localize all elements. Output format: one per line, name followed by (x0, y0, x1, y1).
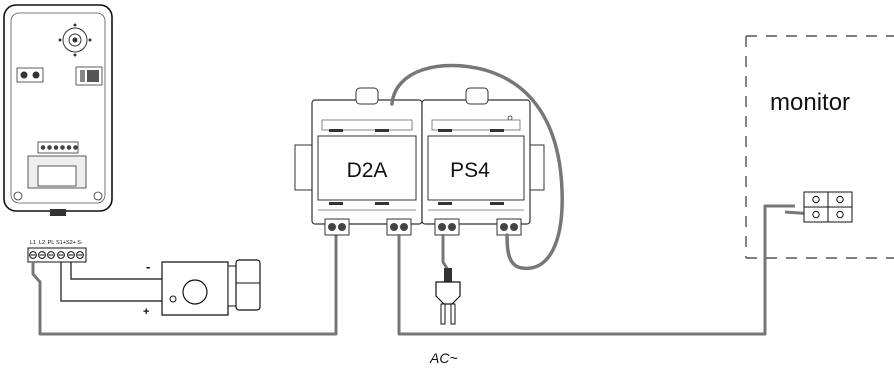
bus-cable-door-to-d2a (31, 234, 338, 336)
lock-minus-label: - (146, 259, 150, 274)
terminal-label-l2: L2 (39, 240, 45, 246)
terminal-label-s2-plus: S2+ (66, 240, 76, 246)
monitor-label: monitor (770, 89, 850, 116)
terminal-strip: L1 L2 PL S1+ S2+ S- (27, 240, 87, 263)
door-panel (3, 4, 113, 216)
ps4-label: PS4 (450, 159, 490, 182)
d2a-module: D2A (294, 87, 423, 236)
ps4-module: PS4 (421, 87, 545, 236)
electric-lock-icon (161, 259, 261, 316)
power-loop-cable (390, 63, 564, 270)
bus-cable-d2a-to-monitor (397, 204, 795, 336)
monitor-box: monitor (745, 35, 894, 259)
terminal-label-s-minus: S- (77, 240, 83, 246)
terminal-label-pl: PL (48, 240, 55, 246)
ac-label: AC~ (429, 350, 458, 366)
camera-icon (58, 23, 92, 57)
lock-plus-label: + (143, 306, 149, 318)
power-plug-icon (435, 234, 461, 325)
lock-wires (60, 262, 172, 302)
terminal-label-l1: L1 (30, 240, 36, 246)
terminal-label-s1-plus: S1+ (56, 240, 66, 246)
d2a-label: D2A (347, 159, 388, 182)
